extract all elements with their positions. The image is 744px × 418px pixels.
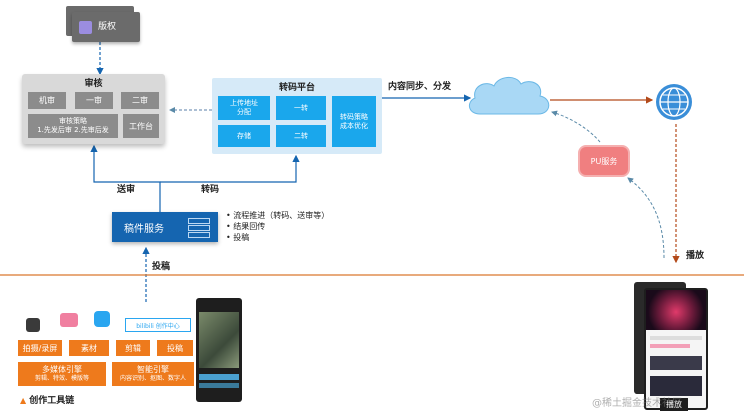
tool-btn-edit: 剪辑 [116,340,150,356]
globe-icon [656,84,692,120]
tool-chain-label: ▲ 创作工具链 [20,396,75,406]
app-icon-3 [94,311,110,327]
copyright-icon [79,20,92,34]
phone-to-pu-connector [627,177,665,259]
player-phone-info [650,336,702,340]
review-title: 审核 [84,79,103,89]
multimedia-engine: 多媒体引擎 剪辑、特效、模版等 [18,362,106,386]
triangle-icon: ▲ [20,396,27,405]
editor-phone-timeline-2 [199,383,239,388]
smart-engine-title: 智能引擎 [137,365,169,374]
manuscript-service-box: 稿件服务 [112,212,218,242]
copyright-box: 版权 [72,12,140,42]
editor-phone-timeline [199,374,239,380]
bullet-item: • 流程推进（转码、送审等） [226,211,330,220]
editor-phone-video [199,312,239,368]
manuscript-to-transcode-connector [160,154,300,183]
player-phone-info-2 [650,344,690,348]
manuscript-to-review-connector [90,144,161,212]
pu-to-cloud-connector [551,110,601,143]
transcode-storage: 存储 [218,125,270,147]
app-icon-1 [26,318,40,332]
transcode-panel: 转码平台 上传地址 分配 存储 一转 二转 转码策略 成本优化 [212,78,382,154]
review-workbench: 工作台 [123,114,159,138]
pu-service-box: PU服务 [578,145,630,177]
cloud-icon [468,77,550,115]
tool-btn-shoot: 拍摄/录屏 [18,340,62,356]
sync-label: 内容同步、分发 [388,82,452,92]
tool-btn-material: 素材 [69,340,109,356]
play-badge: 播放 [660,398,688,411]
server-icon [188,218,210,238]
transcode-line1: 一转 [276,96,326,120]
transcode-title: 转码平台 [278,83,315,93]
pu-service-label: PU服务 [590,156,618,166]
transcode-line2: 二转 [276,125,326,147]
multimedia-engine-sub: 剪辑、特效、模版等 [34,375,89,382]
review-second: 二审 [121,92,159,109]
watermark: @稀土掘金技术社区 [592,398,682,409]
app-icon-2 [60,313,78,327]
player-phone-list [650,376,702,396]
player-phone-video [646,290,706,330]
review-machine: 机审 [28,92,66,109]
editor-phone-screenshot [196,298,242,402]
tool-btn-submit: 投稿 [157,340,193,356]
review-strategy: 审核策略 1.先发后审 2.先审后发 [28,114,118,138]
manuscript-bullets: • 流程推进（转码、送审等） • 结果回传 • 投稿 [226,210,329,243]
player-phone-screenshot [644,288,708,410]
smart-engine-sub: 内容识别、抠图、数字人 [119,375,186,382]
transcode-label: 转码 [201,185,220,195]
multimedia-engine-title: 多媒体引擎 [42,365,82,374]
review-panel: 审核 机审 一审 二审 审核策略 1.先发后审 2.先审后发 工作台 [22,74,165,144]
transcode-upload: 上传地址 分配 [218,96,270,120]
copyright-label: 版权 [98,21,117,32]
bilibili-center-logo: bilibili 创作中心 [125,318,191,332]
manuscript-service-label: 稿件服务 [124,223,164,235]
review-first: 一审 [75,92,113,109]
bullet-item: • 投稿 [226,233,250,242]
bullet-item: • 结果回传 [226,222,266,231]
play-label: 播放 [686,251,705,261]
send-review-label: 送审 [117,185,136,195]
smart-engine: 智能引擎 内容识别、抠图、数字人 [112,362,194,386]
submit-label: 投稿 [152,262,171,272]
transcode-strategy: 转码策略 成本优化 [332,96,376,147]
player-phone-thumbs [650,356,702,370]
